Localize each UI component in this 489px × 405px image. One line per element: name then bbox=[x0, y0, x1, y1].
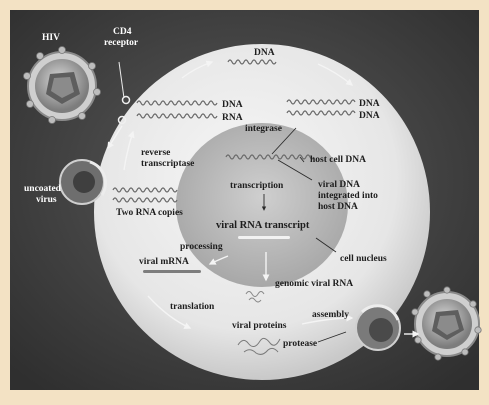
label-cell-nucleus: cell nucleus bbox=[340, 254, 387, 264]
label-two-rna-copies: Two RNA copies bbox=[116, 208, 183, 218]
label-dna-top: DNA bbox=[254, 48, 275, 58]
label-rna-left: RNA bbox=[222, 113, 243, 123]
label-cd4-2: receptor bbox=[104, 38, 139, 48]
label-transcription: transcription bbox=[230, 181, 284, 191]
label-dna-right-2: DNA bbox=[359, 111, 380, 121]
label-host-cell-dna: host cell DNA bbox=[310, 155, 366, 165]
label-uncoated-1: uncoated bbox=[24, 184, 62, 194]
label-genomic-viral-rna: genomic viral RNA bbox=[275, 279, 353, 289]
uncoated-virus-icon bbox=[60, 160, 106, 204]
label-integrase: integrase bbox=[245, 124, 282, 134]
viral-mrna-bar bbox=[143, 270, 201, 273]
label-viral-proteins: viral proteins bbox=[232, 321, 287, 331]
label-reverse-2: transcriptase bbox=[141, 159, 194, 169]
budding-virus-icon bbox=[356, 306, 400, 350]
label-cd4-1: CD4 bbox=[113, 27, 132, 37]
label-hiv: HIV bbox=[42, 33, 60, 43]
label-translation: translation bbox=[170, 302, 215, 312]
label-viral-mrna: viral mRNA bbox=[139, 257, 189, 267]
viral-rna-transcript-bar bbox=[238, 236, 290, 239]
label-processing: processing bbox=[180, 242, 223, 252]
label-dna-left: DNA bbox=[222, 100, 243, 110]
label-viral-dna-1: viral DNA bbox=[318, 180, 360, 190]
label-viral-dna-3: host DNA bbox=[318, 202, 358, 212]
label-uncoated-2: virus bbox=[36, 195, 57, 205]
label-dna-right-1: DNA bbox=[359, 99, 380, 109]
label-assembly: assembly bbox=[312, 310, 349, 320]
label-protease: protease bbox=[283, 339, 317, 349]
label-reverse-1: reverse bbox=[141, 148, 170, 158]
label-viral-dna-2: integrated into bbox=[318, 191, 378, 201]
label-viral-rna-transcript: viral RNA transcript bbox=[216, 220, 310, 231]
